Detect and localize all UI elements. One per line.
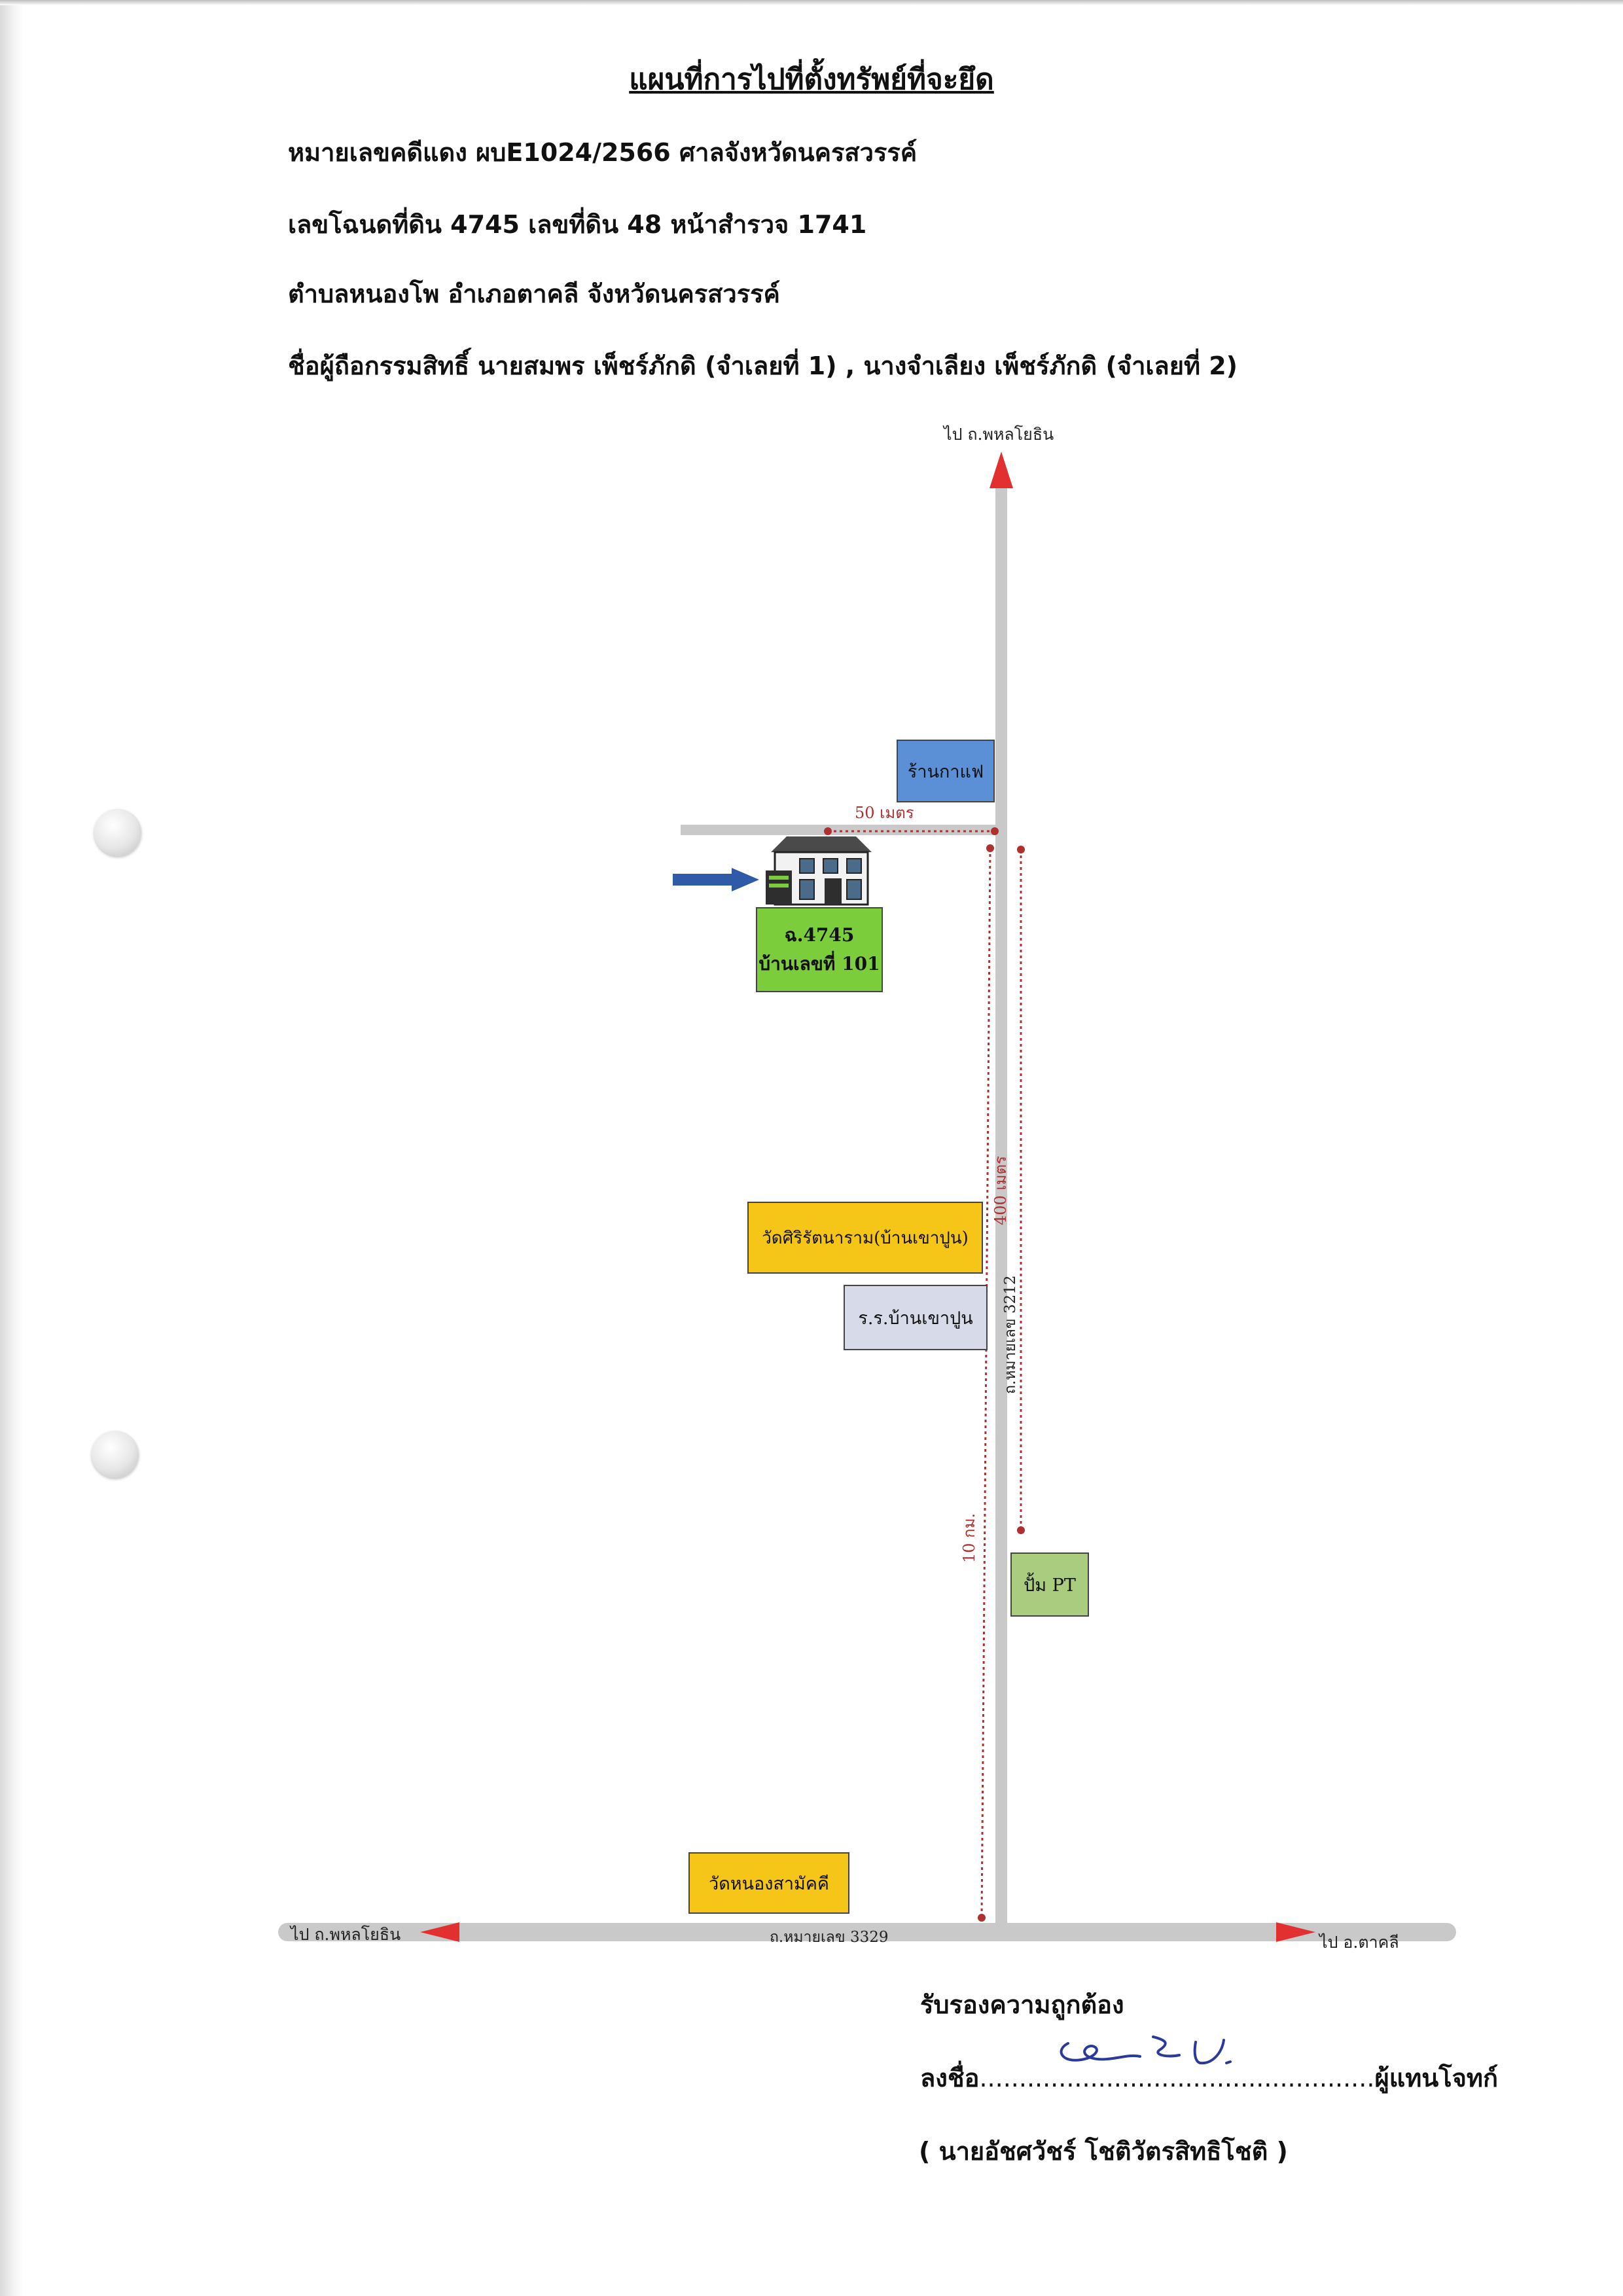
right-direction-label: ไป อ.ตาคลี — [1319, 1933, 1399, 1952]
top-direction-label: ไป ถ.พหลโยธิน — [944, 425, 1054, 444]
property-deed-label: ฉ.4745 — [784, 924, 855, 946]
arrow-right-blue-icon — [673, 868, 759, 891]
distance-400m-label: 400 เมตร — [991, 1156, 1010, 1225]
arrow-up-icon — [990, 452, 1013, 488]
landmark-gas-station: ปั้ม PT — [1010, 1552, 1089, 1617]
side-road — [681, 825, 1001, 835]
punch-hole-icon — [94, 809, 141, 856]
page-left-edge — [0, 0, 24, 2296]
location-line: ตำบลหนองโพ อำเภอตาคลี จังหวัดนครสวรรค์ — [288, 279, 780, 308]
bottom-road-3329 — [278, 1923, 1456, 1941]
certify-text: รับรองความถูกต้อง — [920, 1990, 1124, 2019]
distance-10km-label: 10 กม. — [960, 1513, 978, 1563]
arrow-right-icon — [1276, 1922, 1315, 1942]
sign-dots: ........................................… — [979, 2064, 1375, 2092]
house-icon — [766, 836, 872, 906]
property-house-number: บ้านเลขที่ 101 — [758, 953, 880, 975]
sign-role: ผู้แทนโจทก์ — [1374, 2064, 1498, 2092]
distance-50m-label: 50 เมตร — [855, 804, 914, 822]
sign-prefix: ลงชื่อ — [920, 2064, 980, 2092]
case-number-line: หมายเลขคดีแดง ผบE1024/2566 ศาลจังหวัดนคร… — [288, 138, 918, 167]
page-title: แผนที่การไปที่ตั้งทรัพย์ที่จะยึด — [629, 63, 994, 96]
left-direction-label: ไป ถ.พหลโยธิน — [291, 1925, 401, 1944]
handwritten-signature — [1060, 2036, 1232, 2065]
signer-name: ( นายอัชศวัชร์ โชติวัตรสิทธิโชติ ) — [919, 2137, 1288, 2166]
main-road-3212 — [995, 484, 1007, 1931]
property-box: ฉ.4745 บ้านเลขที่ 101 — [756, 907, 883, 992]
landmark-temple-nongsamakkhi: วัดหนองสามัคคี — [688, 1852, 849, 1914]
landmark-school: ร.ร.บ้านเขาปูน — [844, 1285, 988, 1350]
landmark-temple-khaopun: วัดศิริรัตนาราม(บ้านเขาปูน) — [747, 1202, 983, 1274]
page-top-edge — [0, 0, 1623, 5]
arrow-left-icon — [420, 1922, 459, 1942]
landmark-cafe: ร้านกาแฟ — [897, 740, 995, 802]
owner-line: ชื่อผู้ถือกรรมสิทธิ์ นายสมพร เพ็ชร์ภักดิ… — [288, 351, 1238, 380]
bottom-road-label: ถ.หมายเลข 3329 — [770, 1929, 889, 1946]
signature-line: ลงชื่อ .................................… — [920, 2058, 1498, 2098]
deed-number-line: เลขโฉนดที่ดิน 4745 เลขที่ดิน 48 หน้าสำรว… — [288, 210, 867, 239]
punch-hole-icon — [92, 1431, 139, 1478]
